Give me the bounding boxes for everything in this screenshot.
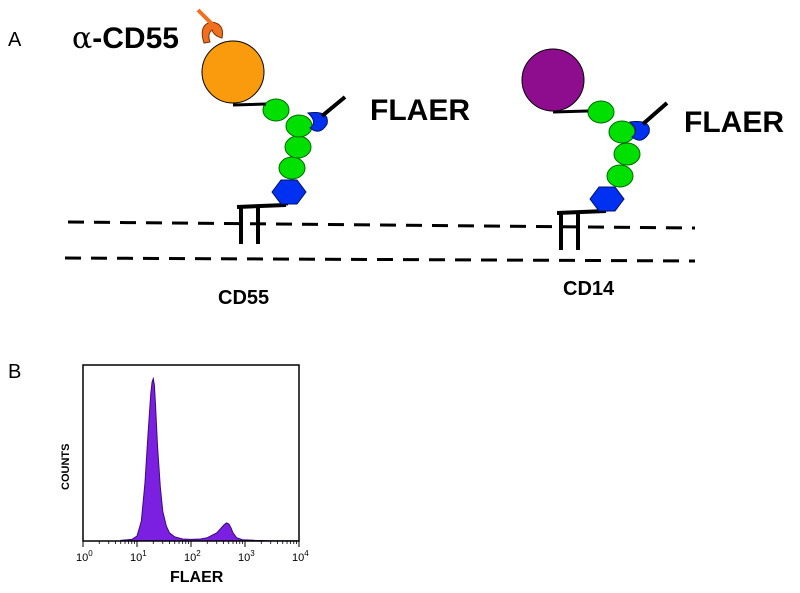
glycan-bead <box>587 100 615 124</box>
cell-membrane <box>64 220 696 263</box>
glycan-bead <box>608 120 636 144</box>
protein-linker-right <box>552 109 589 114</box>
glycan-chain-right <box>587 100 641 188</box>
protein-label-cd14: CD14 <box>563 278 615 300</box>
glycan-bead <box>278 156 306 180</box>
cd55-gpi-protein <box>196 8 347 244</box>
flaer-stick-left <box>320 95 347 118</box>
x-tick-label: 100 <box>76 549 93 564</box>
x-tick-base: 10 <box>184 552 196 564</box>
antibody-label: α-CD55 <box>72 21 179 56</box>
anchor-hexagon-left <box>271 179 307 205</box>
antibody-label-rest: -CD55 <box>92 22 179 55</box>
x-tick-exponent: 2 <box>196 549 201 558</box>
glycan-bead <box>284 135 312 159</box>
anti-cd55-antibody <box>196 8 223 44</box>
protein-label-cd55: CD55 <box>218 287 269 309</box>
glycan-bead <box>285 114 313 138</box>
flaer-label-right: FLAER <box>684 106 784 139</box>
cd55-protein-sphere <box>201 40 265 104</box>
x-tick-label: 103 <box>238 549 255 564</box>
flaer-stick-right <box>641 101 669 126</box>
x-tick-label: 104 <box>292 549 309 564</box>
gpi-anchor-left <box>236 203 287 244</box>
panel-a-label: A <box>8 29 22 51</box>
x-tick-base: 10 <box>292 552 304 564</box>
x-tick-label: 101 <box>130 549 147 564</box>
x-tick-exponent: 3 <box>250 549 255 558</box>
x-tick-base: 10 <box>238 552 250 564</box>
membrane-inner-line <box>64 256 696 263</box>
gpi-anchor-right <box>556 209 607 250</box>
cd14-gpi-protein <box>521 48 669 250</box>
glycan-bead <box>613 142 641 166</box>
x-axis-ticks <box>82 541 300 547</box>
plot-frame <box>82 364 300 542</box>
x-tick-exponent: 1 <box>142 549 147 558</box>
glycan-bead <box>606 164 634 188</box>
antibody-label-alpha: α <box>72 21 92 56</box>
anchor-hexagon-right <box>589 186 625 212</box>
panel-b-label: B <box>8 361 21 383</box>
x-tick-exponent: 0 <box>88 549 93 558</box>
glycan-bead <box>262 98 290 122</box>
membrane-outer-line <box>67 220 696 230</box>
x-axis-label: FLAER <box>170 569 224 586</box>
y-axis-label: COUNTS <box>60 444 72 490</box>
x-tick-base: 10 <box>76 552 88 564</box>
protein-linker-left <box>232 102 267 107</box>
glycan-chain-left <box>262 98 313 180</box>
histogram-area <box>120 376 297 542</box>
x-tick-base: 10 <box>130 552 142 564</box>
x-tick-exponent: 4 <box>304 549 309 558</box>
x-tick-label: 102 <box>184 549 201 564</box>
flaer-label-left: FLAER <box>370 94 470 127</box>
cd14-protein-sphere <box>521 48 585 112</box>
